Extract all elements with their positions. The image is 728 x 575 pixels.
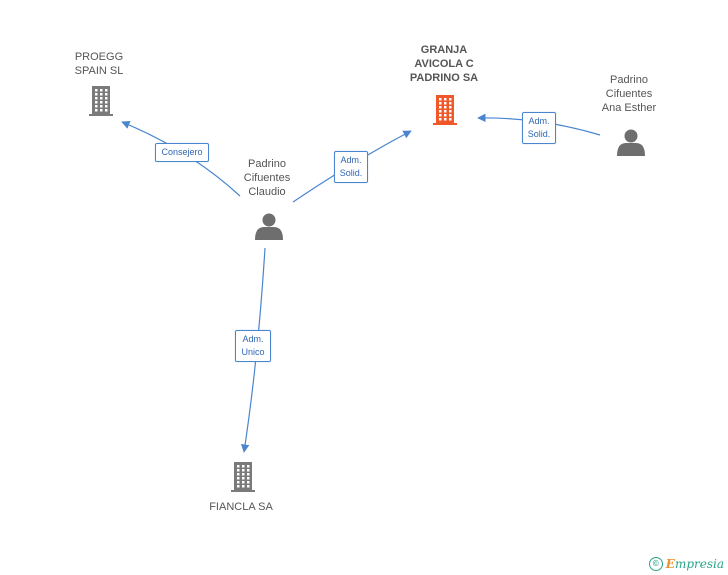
person-name[interactable]: Padrino Cifuentes Claudio [243, 158, 291, 198]
copyright-icon: © [648, 557, 663, 571]
edge-label[interactable]: Adm. Solid. [333, 151, 369, 183]
person-icon[interactable] [617, 129, 645, 157]
company-name[interactable]: PROEGG SPAIN SL [74, 51, 124, 77]
company-name[interactable]: GRANJA AVICOLA C PADRINO SA [409, 44, 479, 84]
building-icon[interactable] [231, 462, 255, 492]
edge-label[interactable]: Adm. Unico [235, 330, 271, 362]
empresia-logo[interactable]: Empresia [665, 557, 724, 571]
person-name[interactable]: Padrino Cifuentes Ana Esther [601, 74, 657, 114]
company-name[interactable]: FIANCLA SA [209, 501, 273, 513]
person-icon[interactable] [255, 213, 283, 241]
building-icon[interactable] [89, 86, 113, 116]
edge-label[interactable]: Consejero [155, 142, 209, 162]
edge-label[interactable]: Adm. Solid. [521, 112, 557, 144]
building-icon[interactable] [433, 95, 457, 125]
brand-footer: © Empresia [648, 557, 724, 571]
